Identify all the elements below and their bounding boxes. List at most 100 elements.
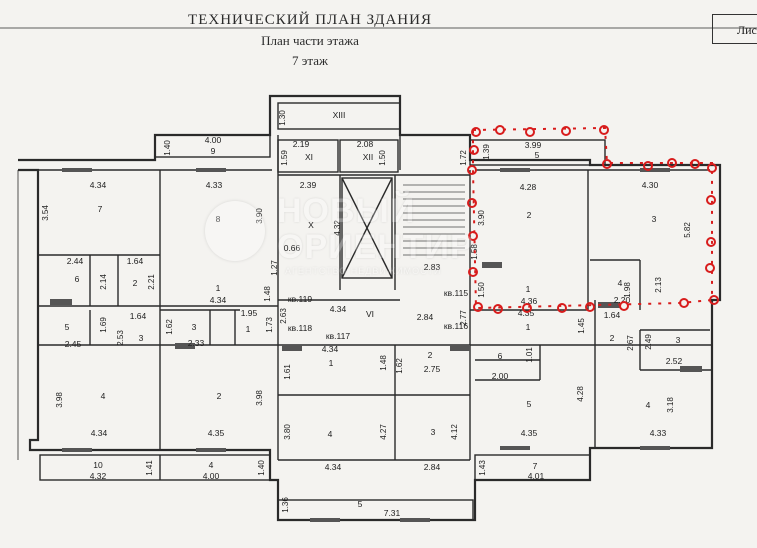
label-kv118: кв.118 — [288, 323, 312, 333]
label-dim: 1.41 — [145, 460, 154, 476]
label-room-4-br: 4 — [646, 400, 651, 410]
label-dim: 1.61 — [283, 364, 292, 380]
label-room-2-l: 2 — [133, 278, 138, 288]
label-dim: 1.50 — [378, 150, 387, 166]
label-dim: 4.33 — [206, 180, 223, 190]
label-room-4-r: 4 — [618, 278, 623, 288]
label-kv119: кв.119 — [288, 294, 312, 304]
label-dim: 2.63 — [279, 308, 288, 324]
label-dim: 3.98 — [255, 390, 264, 406]
label-dim: 2.45 — [65, 339, 82, 349]
window-marks — [50, 168, 702, 522]
label-room-1-r: 1 — [526, 284, 531, 294]
label-room-5-b: 5 — [527, 399, 532, 409]
label-room-1-l: 1 — [216, 283, 221, 293]
label-kv115: кв.115 — [444, 288, 468, 298]
label-dim: 4.34 — [325, 462, 342, 472]
label-room-2-b: 2 — [217, 391, 222, 401]
label-dim: 2.84 — [417, 312, 434, 322]
label-room-5-top: 5 — [535, 150, 540, 160]
label-dim: 2.21 — [147, 274, 156, 290]
label-room-3-l: 3 — [139, 333, 144, 343]
label-room-3-rr: 3 — [676, 335, 681, 345]
plan-subtitle: План части этажа — [261, 33, 359, 48]
label-room-1-l2: 1 — [246, 324, 251, 334]
label-dim: 4.34 — [90, 180, 107, 190]
label-dim: 2.75 — [424, 364, 441, 374]
label-room-1-r2: 1 — [526, 322, 531, 332]
floor-label: 7 этаж — [292, 53, 328, 68]
label-dim: 7.31 — [384, 508, 401, 518]
highlight-outline — [472, 126, 713, 310]
label-kv117: кв.117 — [326, 331, 350, 341]
label-dim: 4.35 — [518, 308, 535, 318]
label-dim: 1.45 — [577, 318, 586, 334]
label-dim: 2.77 — [459, 310, 468, 326]
label-dim: 4.27 — [379, 424, 388, 440]
label-room-xiii: XIII — [333, 110, 346, 120]
label-dim: 2.84 — [424, 462, 441, 472]
label-dim: 1.64 — [604, 310, 621, 320]
sheet-stamp: Лис — [712, 14, 757, 44]
label-room-9: 9 — [211, 146, 216, 156]
label-dim: 4.01 — [528, 471, 545, 481]
label-dim: 4.34 — [322, 344, 339, 354]
label-kv116: кв.116 — [444, 321, 468, 331]
highlight-markers — [467, 125, 719, 314]
label-dim: 2.44 — [67, 256, 84, 266]
label-dim: 1.64 — [130, 311, 147, 321]
label-dim: 1.64 — [127, 256, 144, 266]
label-dim: 2.53 — [116, 330, 125, 346]
label-dim: 3.90 — [255, 208, 264, 224]
label-dim: 4.30 — [642, 180, 659, 190]
label-room-2-r: 2 — [527, 210, 532, 220]
label-dim: 1.95 — [241, 308, 258, 318]
label-dim: 4.35 — [208, 428, 225, 438]
label-dim: 2.14 — [99, 274, 108, 290]
label-room-7-bal: 7 — [533, 461, 538, 471]
label-dim: 4.34 — [330, 304, 347, 314]
label-room-3-r: 3 — [652, 214, 657, 224]
label-dim: 1.48 — [379, 355, 388, 371]
label-dim: 5.82 — [683, 222, 692, 238]
label-room-10: 10 — [93, 460, 103, 470]
label-dim: 2.08 — [357, 139, 374, 149]
label-dim: 3.90 — [477, 210, 486, 226]
label-room-6-r: 6 — [498, 351, 503, 361]
label-dim: 1.36 — [281, 497, 290, 513]
label-room-8: 8 — [216, 214, 221, 224]
label-dim: 3.98 — [55, 392, 64, 408]
label-dim: 4.12 — [450, 424, 459, 440]
label-dim: 4.34 — [210, 295, 227, 305]
label-dim: 1.40 — [163, 140, 172, 156]
label-dim: 4.33 — [650, 428, 667, 438]
label-room-5-l: 5 — [65, 322, 70, 332]
label-room-1-117: 1 — [329, 358, 334, 368]
plan-title: ТЕХНИЧЕСКИЙ ПЛАН ЗДАНИЯ — [188, 12, 432, 28]
label-dim: 1.39 — [482, 144, 491, 160]
label-dim: 1.72 — [459, 150, 468, 166]
label-dim: 2.00 — [492, 371, 509, 381]
label-dim: 2.67 — [626, 335, 635, 351]
label-dim: 3.80 — [283, 424, 292, 440]
label-dim: 3.18 — [666, 397, 675, 413]
label-dim: 1.69 — [99, 317, 108, 333]
label-room-2-117: 2 — [428, 350, 433, 360]
label-room-6: 6 — [75, 274, 80, 284]
label-room-3-c: 3 — [431, 427, 436, 437]
label-room-4-bal: 4 — [209, 460, 214, 470]
label-dim: 1.01 — [525, 347, 534, 363]
label-dim: 1.62 — [165, 319, 174, 335]
label-dim: 0.66 — [284, 243, 301, 253]
label-room-x: X — [308, 220, 314, 230]
label-dim: 4.32 — [90, 471, 107, 481]
label-dim: 4.32 — [333, 220, 342, 236]
label-dim: 1.43 — [478, 460, 487, 476]
label-dim: 2.83 — [424, 262, 441, 272]
label-room-3-l2: 3 — [192, 322, 197, 332]
label-dim: 1.30 — [278, 110, 287, 126]
label-dim: 4.00 — [203, 471, 220, 481]
label-dim: 2.20 — [614, 295, 631, 305]
